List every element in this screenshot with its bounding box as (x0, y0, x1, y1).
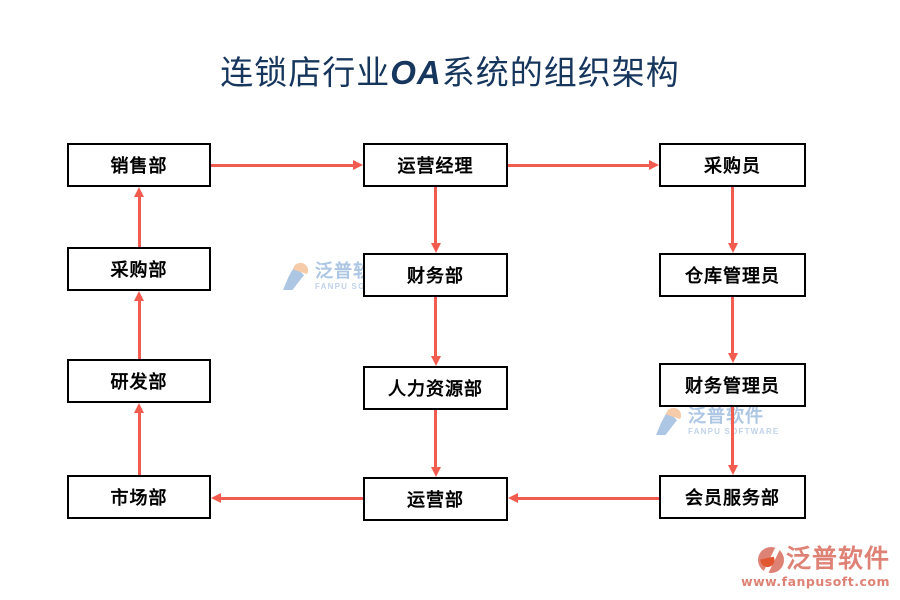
fanpu-watermark-icon (283, 260, 311, 292)
org-node-sales: 销售部 (67, 143, 211, 187)
arrow-head (134, 187, 144, 197)
fanpu-logo-icon (757, 547, 784, 573)
arrow-head (430, 356, 441, 366)
org-node-label: 会员服务部 (685, 488, 780, 508)
arrow-purchasing-to-sales (134, 187, 144, 247)
arrow-ops-manager-to-buyer (508, 160, 659, 170)
org-node-purchasing: 采购部 (67, 247, 211, 291)
org-node-label: 市场部 (110, 488, 168, 508)
arrow-head (430, 243, 441, 253)
title-suffix: 系统的组织架构 (441, 56, 680, 92)
org-node-ops-manager: 运营经理 (363, 143, 508, 187)
org-node-label: 研发部 (110, 372, 168, 392)
watermark-fanpu-2: 泛普软件 FANPU SOFTWARE (656, 405, 779, 437)
org-node-marketing: 市场部 (67, 475, 211, 519)
org-node-member-service: 会员服务部 (659, 475, 806, 519)
fanpu-watermark-icon (656, 405, 684, 437)
arrow-head (211, 493, 221, 503)
footer-logo-brand: 泛普软件 (785, 546, 890, 573)
page-title: 连锁店行业OA系统的组织架构 (0, 46, 900, 94)
footer-logo-url: www.fanpusoft.com (741, 574, 890, 589)
arrow-sales-to-ops-manager (211, 160, 363, 170)
org-node-label: 运营经理 (397, 156, 474, 176)
arrow-head (649, 160, 659, 170)
arrow-head (134, 403, 144, 413)
arrow-head (134, 291, 144, 301)
arrow-hr-to-operations (430, 410, 441, 477)
arrow-head (353, 160, 363, 170)
org-node-finance-admin: 财务管理员 (659, 363, 806, 407)
footer-logo-row: 泛普软件 (741, 547, 890, 573)
org-node-label: 财务部 (407, 266, 464, 286)
title-oa: OA (390, 54, 442, 91)
org-node-label: 运营部 (407, 490, 464, 510)
org-node-label: 人力资源部 (388, 379, 483, 399)
arrow-marketing-to-rnd (134, 403, 144, 475)
org-node-label: 采购员 (704, 156, 761, 176)
org-node-label: 仓库管理员 (685, 266, 780, 286)
org-node-label: 采购部 (110, 260, 168, 280)
title-prefix: 连锁店行业 (220, 56, 391, 92)
arrow-buyer-to-warehouse (727, 187, 738, 253)
fanpu-footer-logo: 泛普软件 www.fanpusoft.com (741, 547, 890, 590)
arrow-head (508, 493, 518, 503)
org-node-operations: 运营部 (363, 477, 508, 521)
watermark-brand-text: 泛普软件 (688, 406, 764, 426)
org-node-buyer: 采购员 (659, 143, 806, 187)
arrow-member-service-to-operations (508, 493, 659, 503)
arrow-head (727, 243, 738, 253)
org-node-warehouse: 仓库管理员 (659, 253, 806, 297)
org-node-finance: 财务部 (363, 253, 508, 297)
watermark-brand-subtext: FANPU SOFTWARE (315, 282, 407, 291)
arrow-finance-admin-to-member-service (727, 407, 738, 475)
arrow-operations-to-marketing (211, 493, 363, 503)
arrow-finance-to-hr (430, 297, 441, 366)
arrow-head (727, 353, 738, 363)
org-node-hr: 人力资源部 (363, 366, 508, 410)
arrow-warehouse-to-finance-admin (727, 297, 738, 363)
org-node-label: 财务管理员 (685, 376, 780, 396)
arrow-head (430, 467, 441, 477)
org-node-label: 销售部 (110, 156, 168, 176)
arrow-head (727, 465, 738, 475)
arrow-ops-manager-to-finance (430, 187, 441, 253)
arrow-rnd-to-purchasing (134, 291, 144, 359)
org-node-rnd: 研发部 (67, 359, 211, 403)
